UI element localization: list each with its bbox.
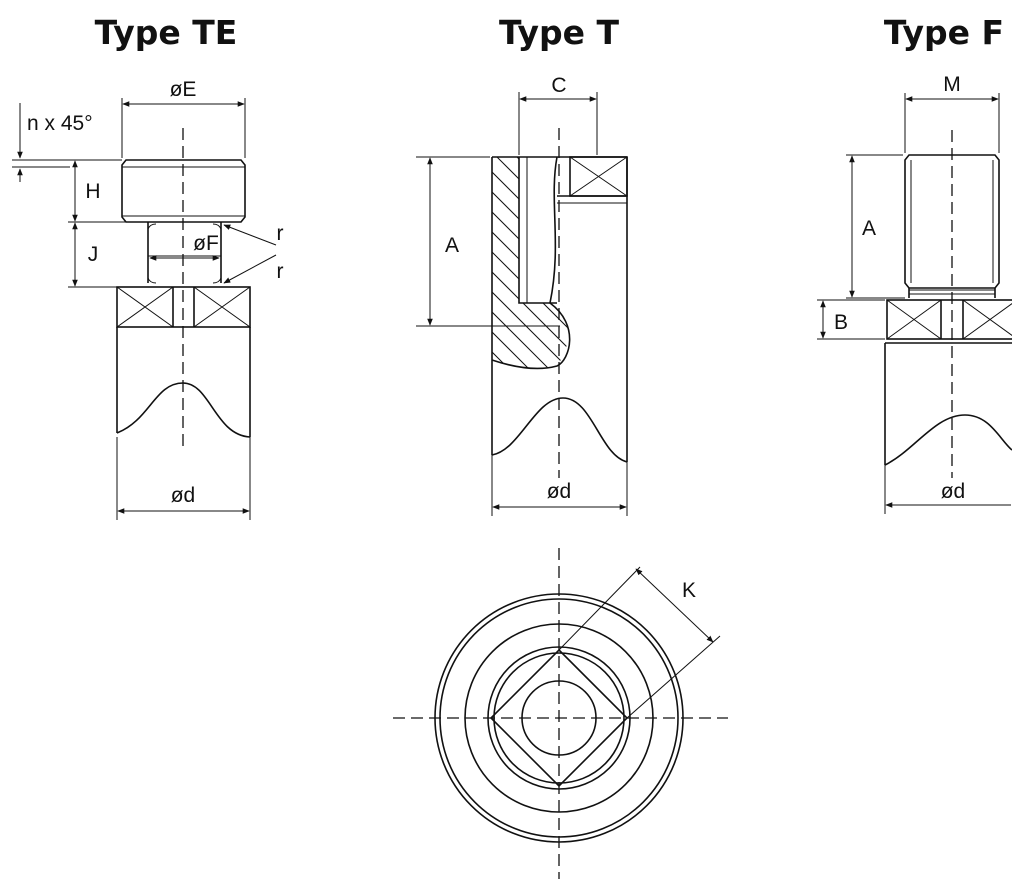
title-type-f: Type F — [884, 13, 1004, 52]
title-type-te: Type TE — [95, 13, 238, 52]
te-body — [116, 327, 251, 437]
t-dim-a-label: A — [445, 234, 459, 257]
te-dim-h-label: H — [85, 180, 100, 203]
type-f-view: M A B ød — [817, 73, 1012, 514]
te-dim-f-label: øF — [193, 232, 219, 255]
t-bore — [518, 157, 557, 304]
te-head — [121, 159, 246, 223]
t-bore-bottom — [491, 156, 571, 370]
t-break-line — [491, 397, 628, 463]
top-view-outer-circle — [434, 593, 684, 843]
te-dim-j-label: J — [88, 243, 99, 266]
f-body — [884, 342, 1012, 465]
te-dim-e-label: øE — [170, 78, 197, 101]
f-break-line — [884, 414, 1012, 466]
top-view-square — [489, 648, 629, 788]
top-view-bore — [521, 680, 597, 756]
te-chamfer-label: n x 45° — [27, 112, 93, 135]
te-neck — [147, 222, 222, 283]
te-radius-label-top: r — [277, 222, 284, 245]
f-dim-d-label: ød — [941, 480, 966, 503]
te-dim-d-label: ød — [171, 484, 196, 507]
t-dim-c-label: C — [551, 74, 566, 97]
t-dim-d-label: ød — [547, 480, 572, 503]
type-te-view: øE n x 45° H J øF r r ød — [12, 78, 284, 520]
te-radius-label-bottom: r — [277, 260, 284, 283]
type-t-view: C A ød — [416, 74, 628, 516]
top-view-dim-k-label: K — [682, 579, 696, 602]
f-dim-b-label: B — [834, 311, 848, 334]
f-dim-m-label: M — [943, 73, 961, 96]
title-type-t: Type T — [499, 13, 620, 52]
top-view: K — [393, 548, 728, 879]
t-body-outline — [491, 157, 628, 462]
f-wrench-flat — [886, 299, 1012, 340]
f-dim-a-label: A — [862, 217, 876, 240]
top-view-dim-k-line — [635, 568, 714, 643]
